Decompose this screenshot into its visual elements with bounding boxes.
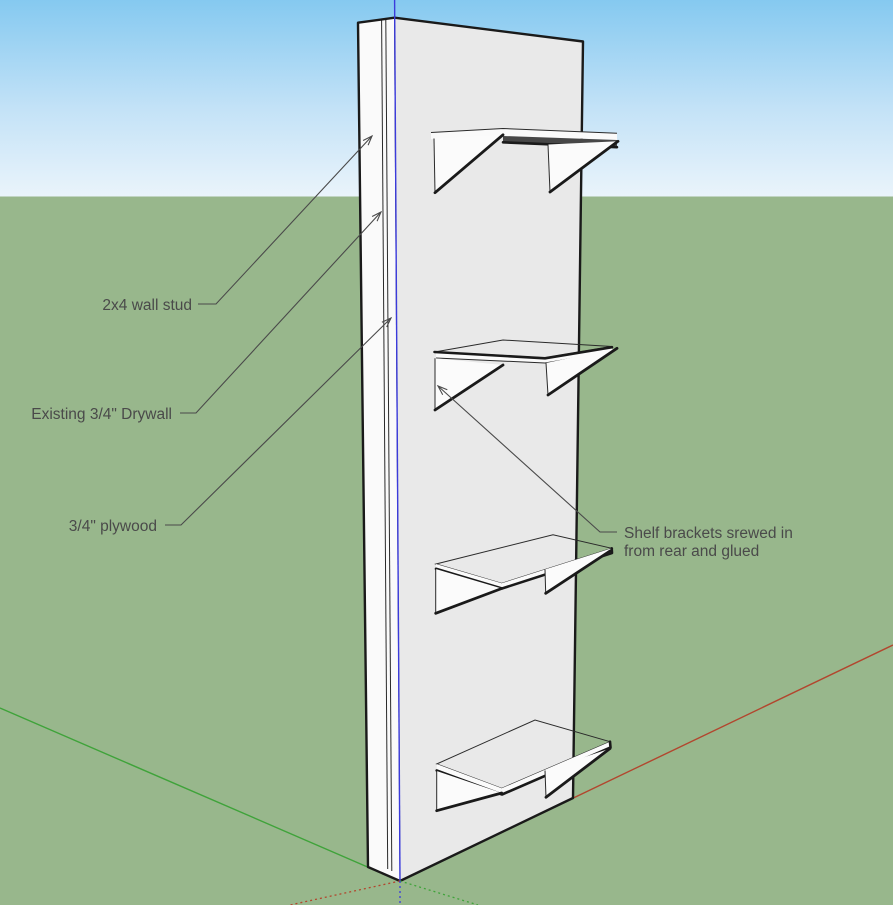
wall-stud-arrowhead	[362, 134, 374, 146]
shelf-1[interactable]	[430, 127, 620, 195]
shelf4-board-edge-left	[436, 764, 502, 795]
shelf1-left-bracket-brace-edge	[433, 133, 505, 195]
wall-side-face[interactable]	[358, 17, 400, 881]
shelf4-left-bracket-brace-edge	[435, 791, 504, 813]
shelf-brackets-leader-line	[437, 385, 617, 533]
axis-green-dotted-line	[399, 880, 479, 905]
wall-stud-leader-line	[198, 135, 373, 305]
shelf1-right-bracket-front-edge	[547, 144, 551, 193]
shelf-3[interactable]	[434, 534, 614, 615]
annotation-drywall[interactable]: Existing 3/4" Drywall	[31, 210, 383, 423]
drywall-plywood-boundary-line	[385, 19, 393, 872]
axis-green-line	[0, 707, 401, 882]
shelf4-right-bracket-brace-edge	[544, 747, 612, 799]
shelf4-left-bracket[interactable]	[436, 771, 502, 811]
shelf1-top-edge	[430, 127, 618, 134]
wall-front-face[interactable]	[394, 17, 584, 881]
stud-drywall-boundary-line	[381, 19, 389, 870]
annotation-shelf-brackets[interactable]: Shelf brackets srewed in from rear and g…	[436, 384, 793, 560]
shelf3-right-bracket-brace-edge	[544, 549, 612, 595]
shelf-brackets-arrowhead	[436, 384, 448, 396]
annotation-plywood[interactable]: 3/4" plywood	[69, 316, 393, 535]
axis-red-dotted-line	[289, 880, 401, 905]
wall-stud-label[interactable]: 2x4 wall stud	[102, 297, 192, 314]
axes-origin-dotted	[289, 880, 479, 905]
annotation-wall-stud[interactable]: 2x4 wall stud	[102, 134, 374, 314]
shelf2-right-bracket-front-edge	[545, 362, 549, 396]
shelf3-right-bracket-front-edge	[544, 569, 547, 594]
shelf2-right-bracket-brace-edge	[546, 346, 619, 397]
plywood-leader-line	[165, 317, 392, 526]
shelf2-left-bracket-brace-edge	[433, 363, 505, 412]
shelf1-left-bracket-front-edge	[433, 138, 436, 193]
shelf4-right-bracket-front-edge	[544, 770, 547, 798]
shelf2-front-silhouette-edge	[433, 345, 614, 360]
shelf2-left-bracket[interactable]	[435, 358, 503, 410]
shelf-brackets-label-line1[interactable]: Shelf brackets srewed in	[624, 525, 793, 542]
drywall-arrowhead	[371, 210, 383, 222]
plywood-arrowhead	[381, 316, 393, 328]
drywall-label[interactable]: Existing 3/4" Drywall	[31, 406, 172, 423]
shelf-4[interactable]	[435, 719, 612, 813]
axis-blue-line	[393, 0, 401, 882]
shelf-2[interactable]	[433, 339, 619, 412]
drywall-leader-line	[180, 211, 382, 414]
shelf3-left-bracket-brace-edge	[434, 587, 504, 615]
plywood-label[interactable]: 3/4" plywood	[69, 518, 157, 535]
shelf3-left-bracket[interactable]	[435, 569, 502, 614]
shelf-brackets-label-line2[interactable]: from rear and glued	[624, 543, 759, 560]
shelf1-right-bracket-brace-edge	[548, 139, 620, 194]
